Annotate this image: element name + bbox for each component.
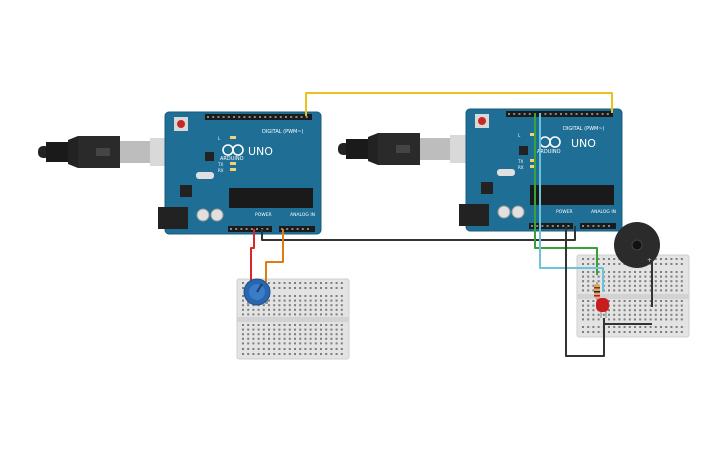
wire-black-ground-link[interactable]: [261, 226, 576, 241]
brand-label-left: ARDUINO: [220, 156, 244, 162]
power-label-left: POWER: [255, 212, 272, 218]
tx-label-right: TX: [517, 159, 523, 164]
wire-black-breadboard-ground[interactable]: [565, 227, 605, 357]
resistor[interactable]: [594, 282, 600, 300]
arduino-uno-left[interactable]: DIGITAL (PWM~) ARDUINO UNO L TX RX POWER…: [158, 111, 322, 235]
wire-orange-pot-wiper[interactable]: [265, 229, 284, 282]
usb-cable-left[interactable]: [38, 136, 166, 168]
power-header-right[interactable]: [529, 223, 573, 229]
power-label-right: POWER: [556, 209, 573, 215]
digital-label-left: DIGITAL (PWM~): [262, 129, 304, 135]
l-label-left: L: [218, 136, 221, 141]
usb-cable-right[interactable]: [338, 133, 466, 165]
digital-label-right: DIGITAL (PWM~): [563, 126, 605, 132]
brand-label-right: ARDUINO: [537, 149, 561, 155]
red-led[interactable]: [596, 298, 609, 318]
analog-label-left: ANALOG IN: [290, 212, 315, 218]
power-jack-right: [459, 204, 489, 226]
atmega-chip-right: [530, 185, 614, 205]
model-label-left: UNO: [248, 145, 273, 158]
l-label-right: L: [518, 133, 521, 138]
wire-cyan-right[interactable]: [539, 113, 604, 292]
rx-label-left: RX: [218, 168, 224, 173]
breadboard-right[interactable]: [576, 254, 690, 338]
atmega-chip-left: [229, 188, 313, 208]
potentiometer[interactable]: [243, 278, 271, 306]
power-jack-left: [158, 207, 188, 229]
piezo-buzzer[interactable]: +: [614, 222, 660, 268]
power-header-left[interactable]: [228, 226, 272, 232]
digital-header-right[interactable]: [506, 111, 613, 117]
model-label-right: UNO: [571, 137, 596, 150]
wire-yellow-serial[interactable]: [305, 92, 613, 116]
buzzer-plus-label: +: [647, 257, 652, 264]
tx-label-left: TX: [217, 162, 223, 167]
rx-label-right: RX: [518, 165, 524, 170]
analog-label-right: ANALOG IN: [591, 209, 616, 215]
wire-red-pot-vcc[interactable]: [250, 229, 255, 282]
digital-header-left[interactable]: [205, 114, 312, 120]
